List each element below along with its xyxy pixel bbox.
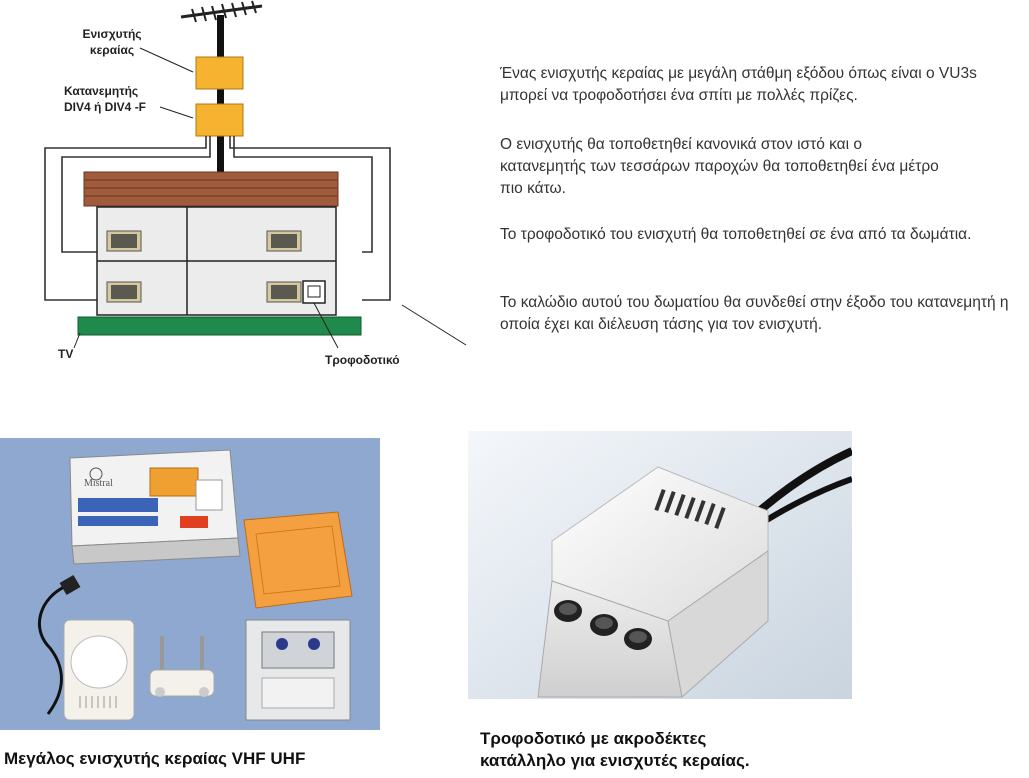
amplifier-board	[245, 619, 351, 721]
vent-slots	[654, 488, 726, 530]
splitter-label-line1: Κατανεμητής	[64, 84, 139, 98]
amplifier-label-line1: Ενισχυτής	[82, 27, 142, 41]
power-supply-icon	[302, 280, 326, 304]
caption-power-supply: Τροφοδοτικό με ακροδέκτες κατάλληλο για …	[480, 728, 750, 772]
socket-icon	[554, 600, 582, 622]
tv-icon	[266, 230, 302, 252]
splitter-box	[195, 103, 244, 137]
power-supply-unit	[63, 619, 135, 721]
amplifier-kit-svg	[38, 449, 353, 721]
caption-amplifier: Μεγάλος ενισχυτής κεραίας VHF UHF	[4, 749, 306, 768]
tv-icon	[106, 281, 142, 303]
amplifier-lid	[243, 511, 353, 609]
paragraph-cable: Το καλώδιο αυτού του δωματίου θα συνδεθε…	[500, 294, 1009, 333]
antenna-icon	[180, 0, 263, 23]
amplifier-label-line2: κεραίας	[89, 43, 135, 57]
photo-amplifier-kit: Mistral	[0, 438, 380, 730]
product-box	[69, 449, 241, 565]
paragraph-power-supply: Το τροφοδοτικό του ενισχυτή θα τοποθετηθ…	[500, 226, 972, 243]
caption-power-supply-line1: Τροφοδοτικό με ακροδέκτες	[480, 729, 707, 748]
photo-power-supply	[468, 431, 852, 699]
roof	[83, 171, 339, 207]
splitter-label: Κατανεμητής DIV4 ή DIV4 -F	[64, 83, 146, 115]
power-cable	[38, 584, 67, 715]
tv-icon	[106, 230, 142, 252]
box-brand-text: Mistral	[84, 478, 113, 489]
house-diagram-svg	[44, 0, 467, 349]
splitter-label-line2: DIV4 ή DIV4 -F	[64, 100, 147, 114]
ground	[77, 316, 362, 336]
antenna-mast	[217, 15, 224, 175]
mounting-bracket	[149, 636, 215, 697]
paragraph-mounting: Ο ενισχυτής θα τοποθετηθεί κανονικά στον…	[500, 136, 939, 197]
power-supply-label: Τροφοδοτικό	[325, 353, 400, 367]
amplifier-label: Ενισχυτής κεραίας	[76, 26, 148, 58]
caption-power-supply-line2: κατάλληλο για ενισχυτές κεραίας.	[480, 751, 750, 770]
cable-lines	[44, 136, 391, 301]
paragraph-amplifier-intro: Ένας ενισχυτής κεραίας με μεγάλη στάθμη …	[500, 65, 977, 104]
power-supply-svg	[468, 431, 852, 699]
socket-icon	[624, 628, 652, 650]
amplifier-box	[195, 56, 244, 90]
tv-label: TV	[58, 347, 74, 361]
socket-icon	[590, 614, 618, 636]
tv-icon	[266, 281, 302, 303]
